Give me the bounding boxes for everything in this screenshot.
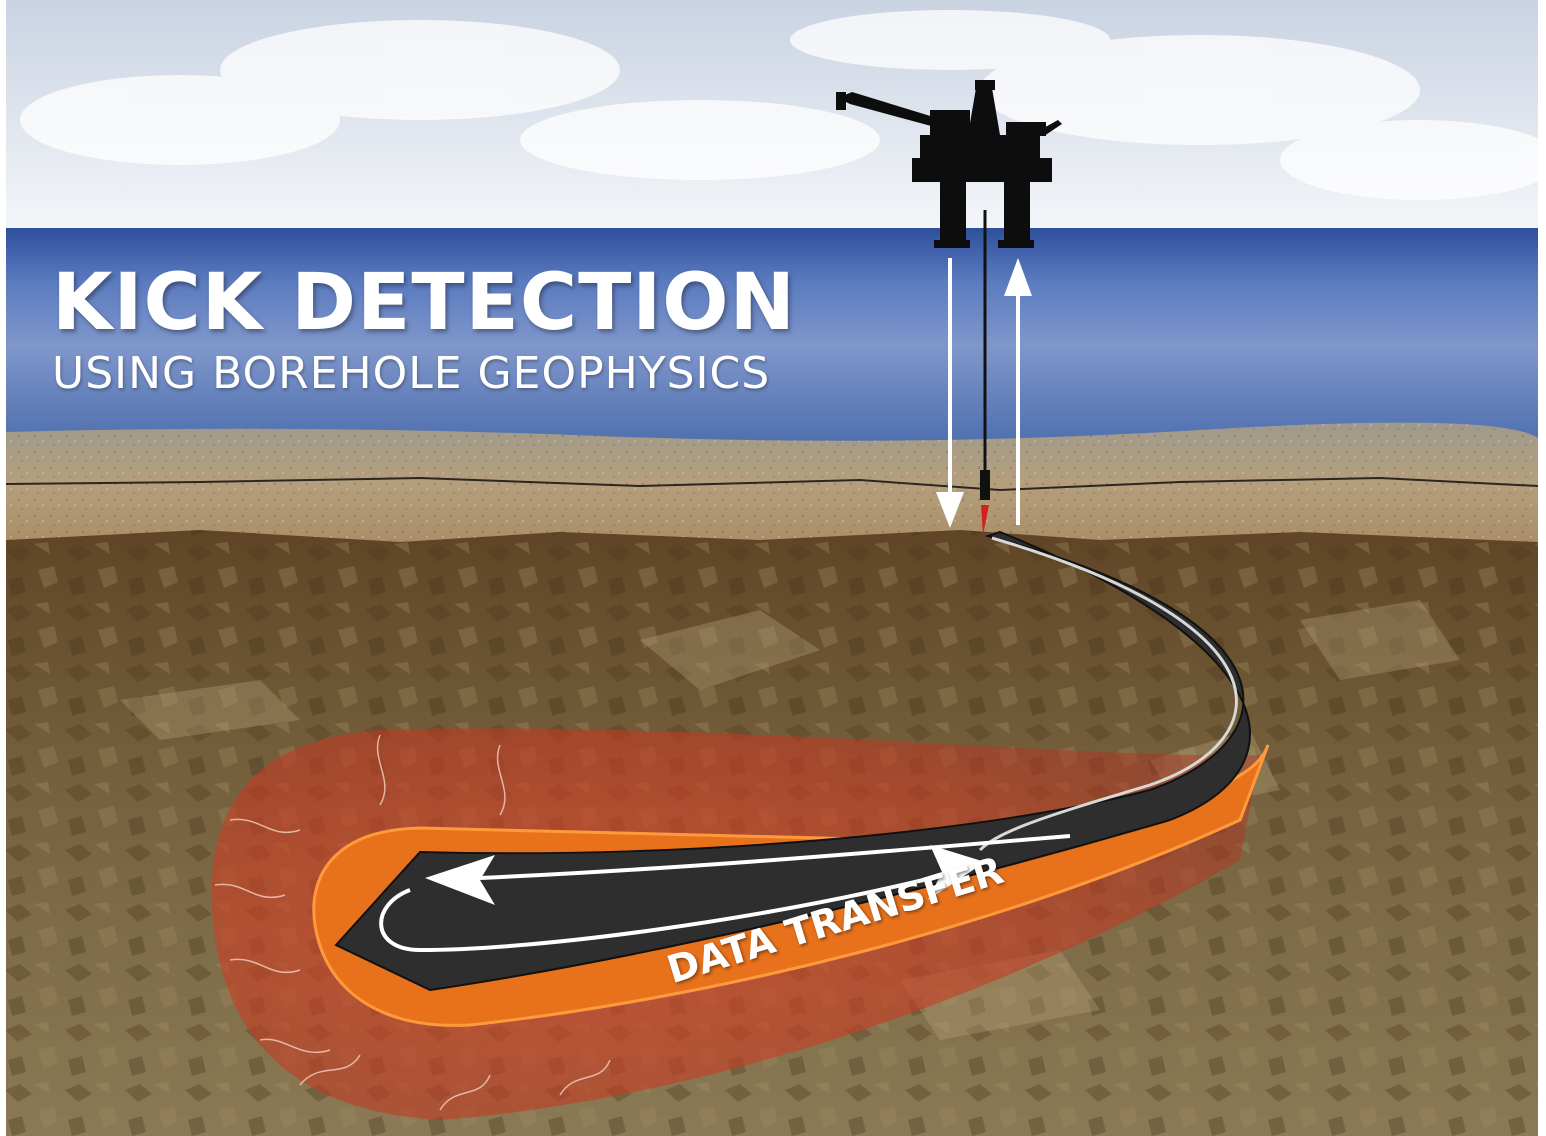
drill-pipe-highlight — [978, 536, 1238, 852]
signal-arrow-down — [936, 258, 964, 528]
ocean — [6, 228, 1538, 443]
signal-arrow-up — [1004, 258, 1032, 525]
title-block: KICK DETECTION USING BOREHOLE GEOPHYSICS — [52, 258, 796, 400]
seabed-horizon-line — [5, 476, 1539, 492]
subtitle: USING BOREHOLE GEOPHYSICS — [52, 348, 771, 399]
oil-platform-icon — [836, 80, 1062, 248]
drill-bit — [981, 505, 989, 535]
wellhead — [980, 470, 990, 500]
arrowhead-right — [928, 845, 985, 900]
rock-highlights — [120, 600, 1460, 1040]
arrowhead-left — [425, 855, 495, 905]
clouds — [20, 10, 1546, 200]
kick-zone-waves — [214, 734, 611, 1111]
data-transfer-arrows — [379, 834, 1071, 953]
main-title: KICK DETECTION — [52, 258, 796, 348]
